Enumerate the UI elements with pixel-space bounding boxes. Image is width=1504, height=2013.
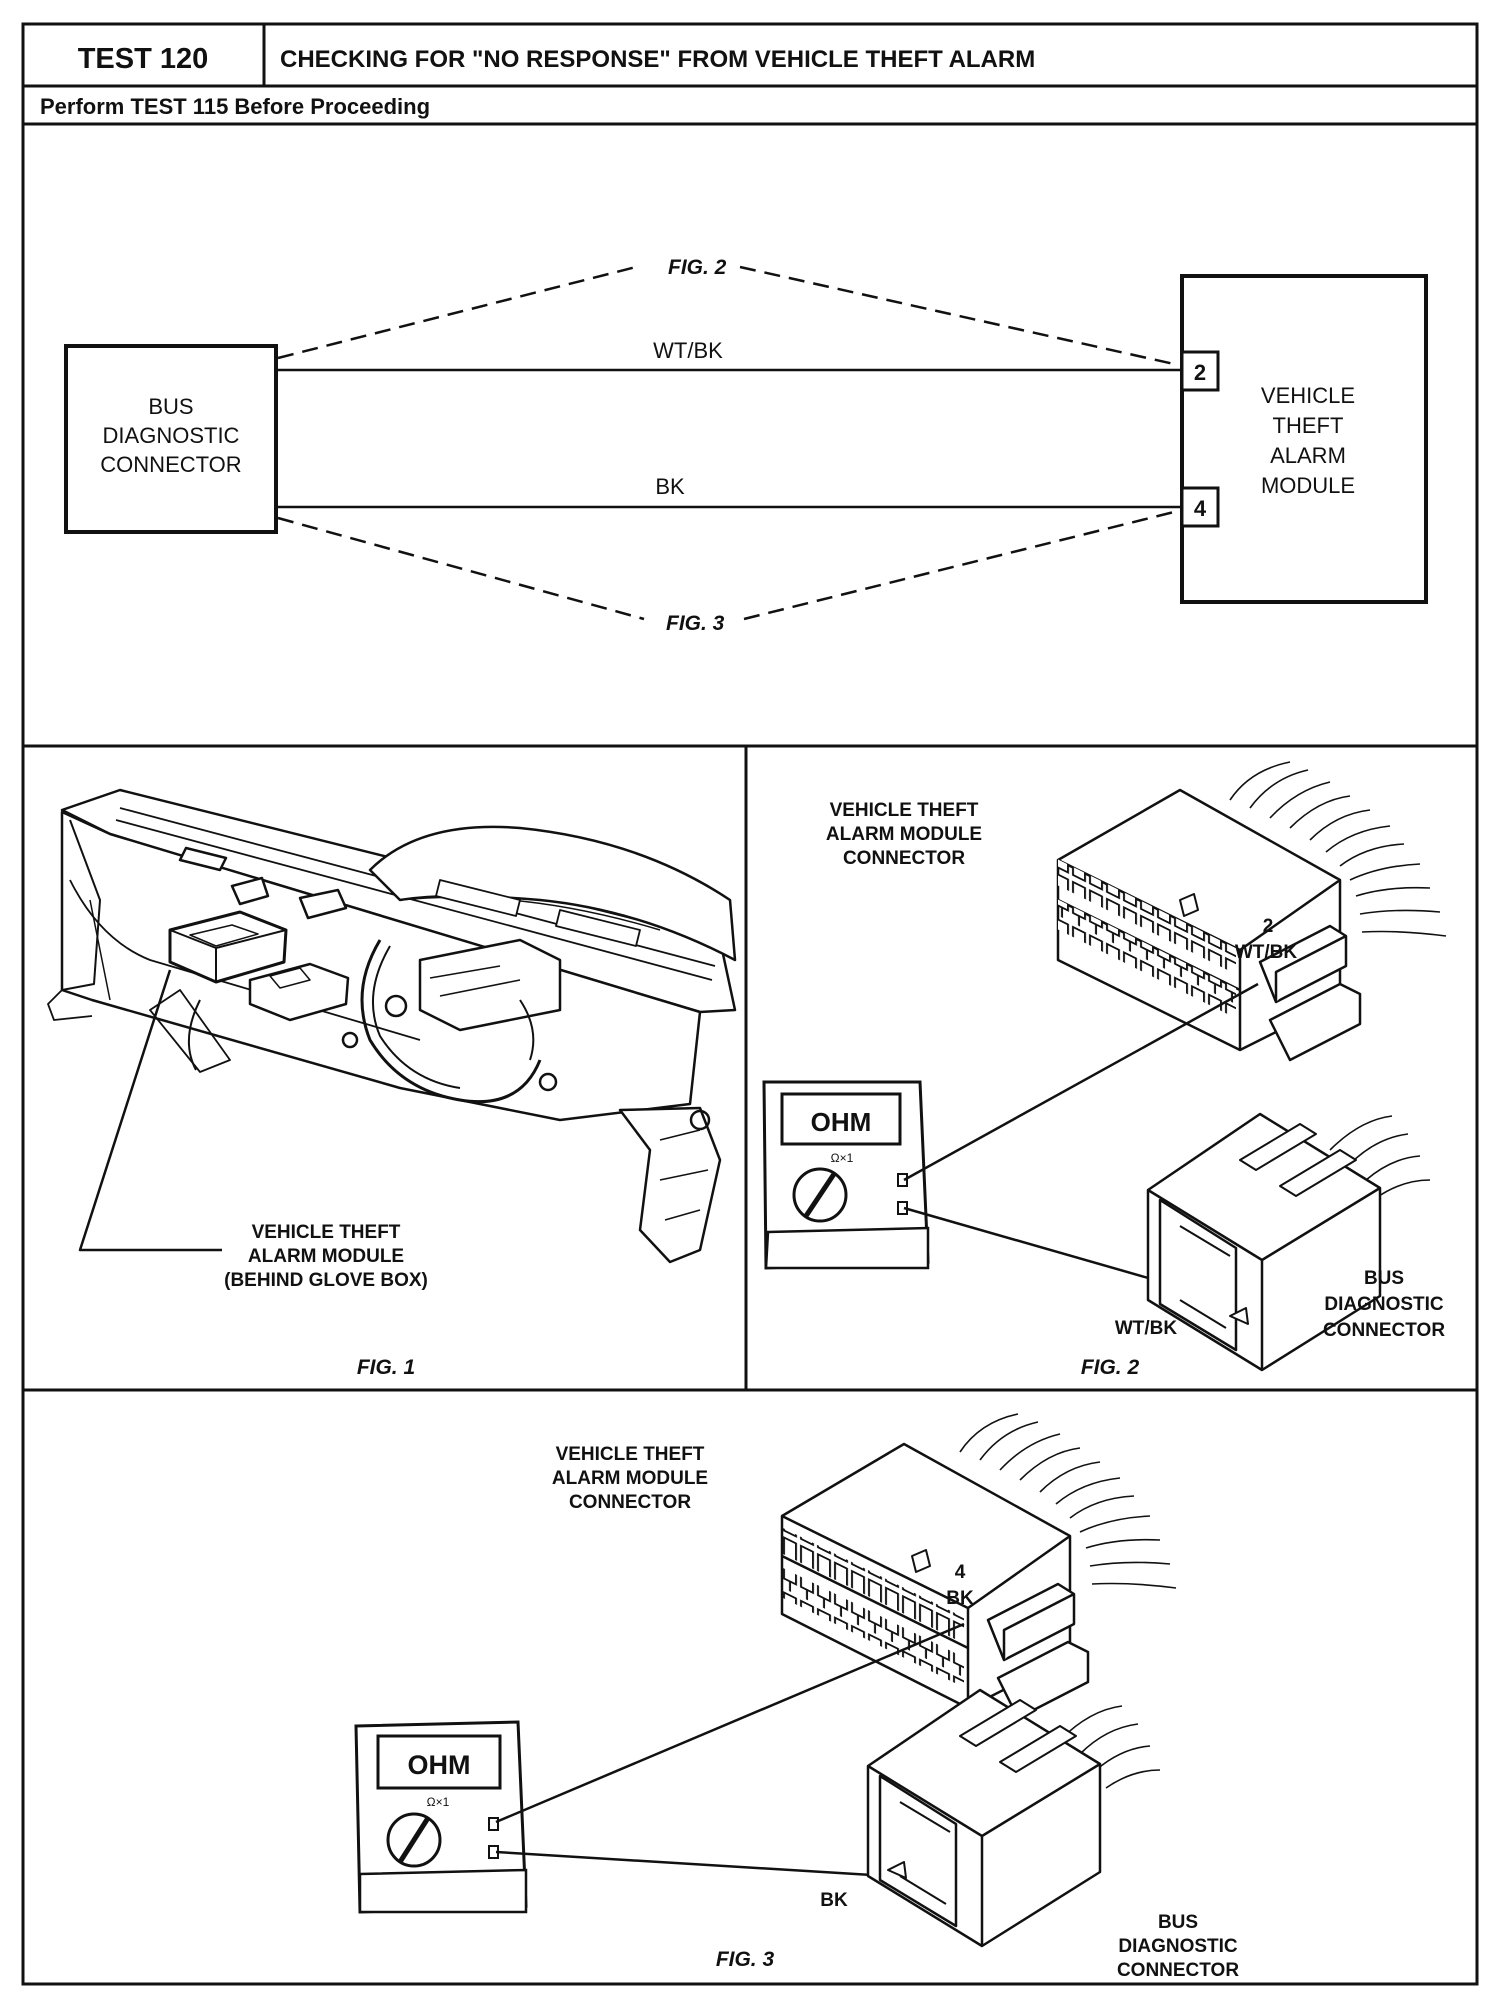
fig3-test-path	[277, 510, 1175, 621]
fig3-bus-connector-line-1: BUS	[1158, 1912, 1198, 1933]
fig2-module-connector-label: VEHICLE THEFT ALARM MODULE CONNECTOR	[826, 800, 982, 869]
fig2-bus-connector	[1146, 1112, 1431, 1372]
fig3-module-connector	[780, 1413, 1177, 1720]
fig2-pin-wire: WT/BK	[1235, 942, 1298, 963]
fig3-bus-connector-line-3: CONNECTOR	[1117, 1960, 1239, 1981]
fig2-module-connector-line-1: VEHICLE THEFT	[830, 800, 979, 821]
fig3-probe-jack-icon	[488, 1817, 499, 1831]
module-line-2: THEFT	[1273, 413, 1344, 438]
pin-4-label: 4	[1194, 496, 1207, 521]
fig3-wire-bundle	[959, 1413, 1177, 1589]
fig3-meter-display	[376, 1734, 502, 1790]
fig1-callout-line-1: VEHICLE THEFT	[252, 1222, 401, 1243]
fig2-bus-connector-line-3: CONNECTOR	[1323, 1320, 1445, 1341]
bus-diagnostic-connector-box	[64, 344, 278, 534]
fig2-bus-wire: WT/BK	[1115, 1318, 1178, 1339]
module-line-3: ALARM	[1270, 443, 1346, 468]
fig1-callout-line-3: (BEHIND GLOVE BOX)	[224, 1270, 428, 1291]
fig3-pin-wire: BK	[946, 1588, 974, 1609]
pin-2-box	[1180, 350, 1220, 392]
fig3-module-connector-label: VEHICLE THEFT ALARM MODULE CONNECTOR	[552, 1444, 708, 1513]
fig3-module-connector-line-1: VEHICLE THEFT	[556, 1444, 705, 1465]
fig1-caption: FIG. 1	[357, 1356, 415, 1379]
bus-connector-line-1: BUS	[148, 394, 193, 419]
fig2-ohmmeter: OHM Ω×1	[762, 1080, 930, 1270]
module-line-4: MODULE	[1261, 473, 1355, 498]
fig2-meter-range: Ω×1	[831, 1151, 854, 1165]
fig3-path-label: FIG. 3	[666, 612, 725, 635]
fig1-callout: VEHICLE THEFT ALARM MODULE (BEHIND GLOVE…	[224, 1222, 428, 1291]
fig2-meter-display	[780, 1092, 902, 1146]
alarm-module-box	[1180, 274, 1428, 604]
fig3-module-connector-line-3: CONNECTOR	[569, 1492, 691, 1513]
fig3-probe-lead-module	[495, 1622, 965, 1824]
fig3-caption: FIG. 3	[716, 1948, 775, 1971]
wire-wt-bk-label: WT/BK	[653, 338, 723, 363]
fig2-probe-lead-module	[903, 982, 1259, 1182]
fig2-test-path	[277, 265, 1175, 366]
pin-2-label: 2	[1194, 360, 1206, 385]
fig3-pin-number: 4	[955, 1562, 966, 1583]
prerequisite-note: Perform TEST 115 Before Proceeding	[40, 94, 430, 119]
fig3-ohmmeter: OHM Ω×1	[354, 1720, 528, 1914]
wiring-schematic: BUS DIAGNOSTIC CONNECTOR VEHICLE THEFT A…	[64, 256, 1428, 635]
fig2-probe-jack-icon	[897, 1173, 908, 1187]
fig2-bus-connector-line-1: BUS	[1364, 1268, 1404, 1289]
fig2-bus-connector-label: BUS DIAGNOSTIC CONNECTOR	[1323, 1268, 1445, 1341]
page-frame	[21, 22, 1479, 1986]
fig2-bus-connector-line-2: DIAGNOSTIC	[1324, 1294, 1444, 1315]
fig3-bus-wire: BK	[820, 1890, 848, 1911]
module-line-1: VEHICLE	[1261, 383, 1355, 408]
fig2-pin-number: 2	[1263, 916, 1274, 937]
fig2-caption: FIG. 2	[1081, 1356, 1140, 1379]
fig3-bus-connector-line-2: DIAGNOSTIC	[1118, 1936, 1238, 1957]
test-number: TEST 120	[78, 43, 209, 75]
page-title: CHECKING FOR "NO RESPONSE" FROM VEHICLE …	[280, 46, 1035, 73]
fig2-wire-bundle	[1229, 761, 1447, 937]
fig2-meter-display-text: OHM	[811, 1107, 872, 1137]
fig2-path-label: FIG. 2	[668, 256, 727, 279]
bus-connector-line-2: DIAGNOSTIC	[103, 423, 240, 448]
wire-bk-label: BK	[655, 474, 685, 499]
bus-connector-line-3: CONNECTOR	[100, 452, 241, 477]
fig3-probe-lead-bus	[495, 1850, 889, 1878]
fig2-module-connector	[1056, 761, 1447, 1062]
fig3-module-connector-line-2: ALARM MODULE	[552, 1468, 708, 1489]
fig3-meter-display-text: OHM	[408, 1750, 471, 1780]
fig2-module-connector-line-3: CONNECTOR	[843, 848, 965, 869]
fig3-bus-connector	[866, 1688, 1161, 1948]
fig3-bus-connector-label: BUS DIAGNOSTIC CONNECTOR	[1117, 1912, 1239, 1981]
fig2-module-connector-line-2: ALARM MODULE	[826, 824, 982, 845]
fig1-callout-line-2: ALARM MODULE	[248, 1246, 404, 1267]
fig1-dashboard-illustration	[47, 788, 737, 1264]
fig3-meter-range: Ω×1	[427, 1795, 450, 1809]
